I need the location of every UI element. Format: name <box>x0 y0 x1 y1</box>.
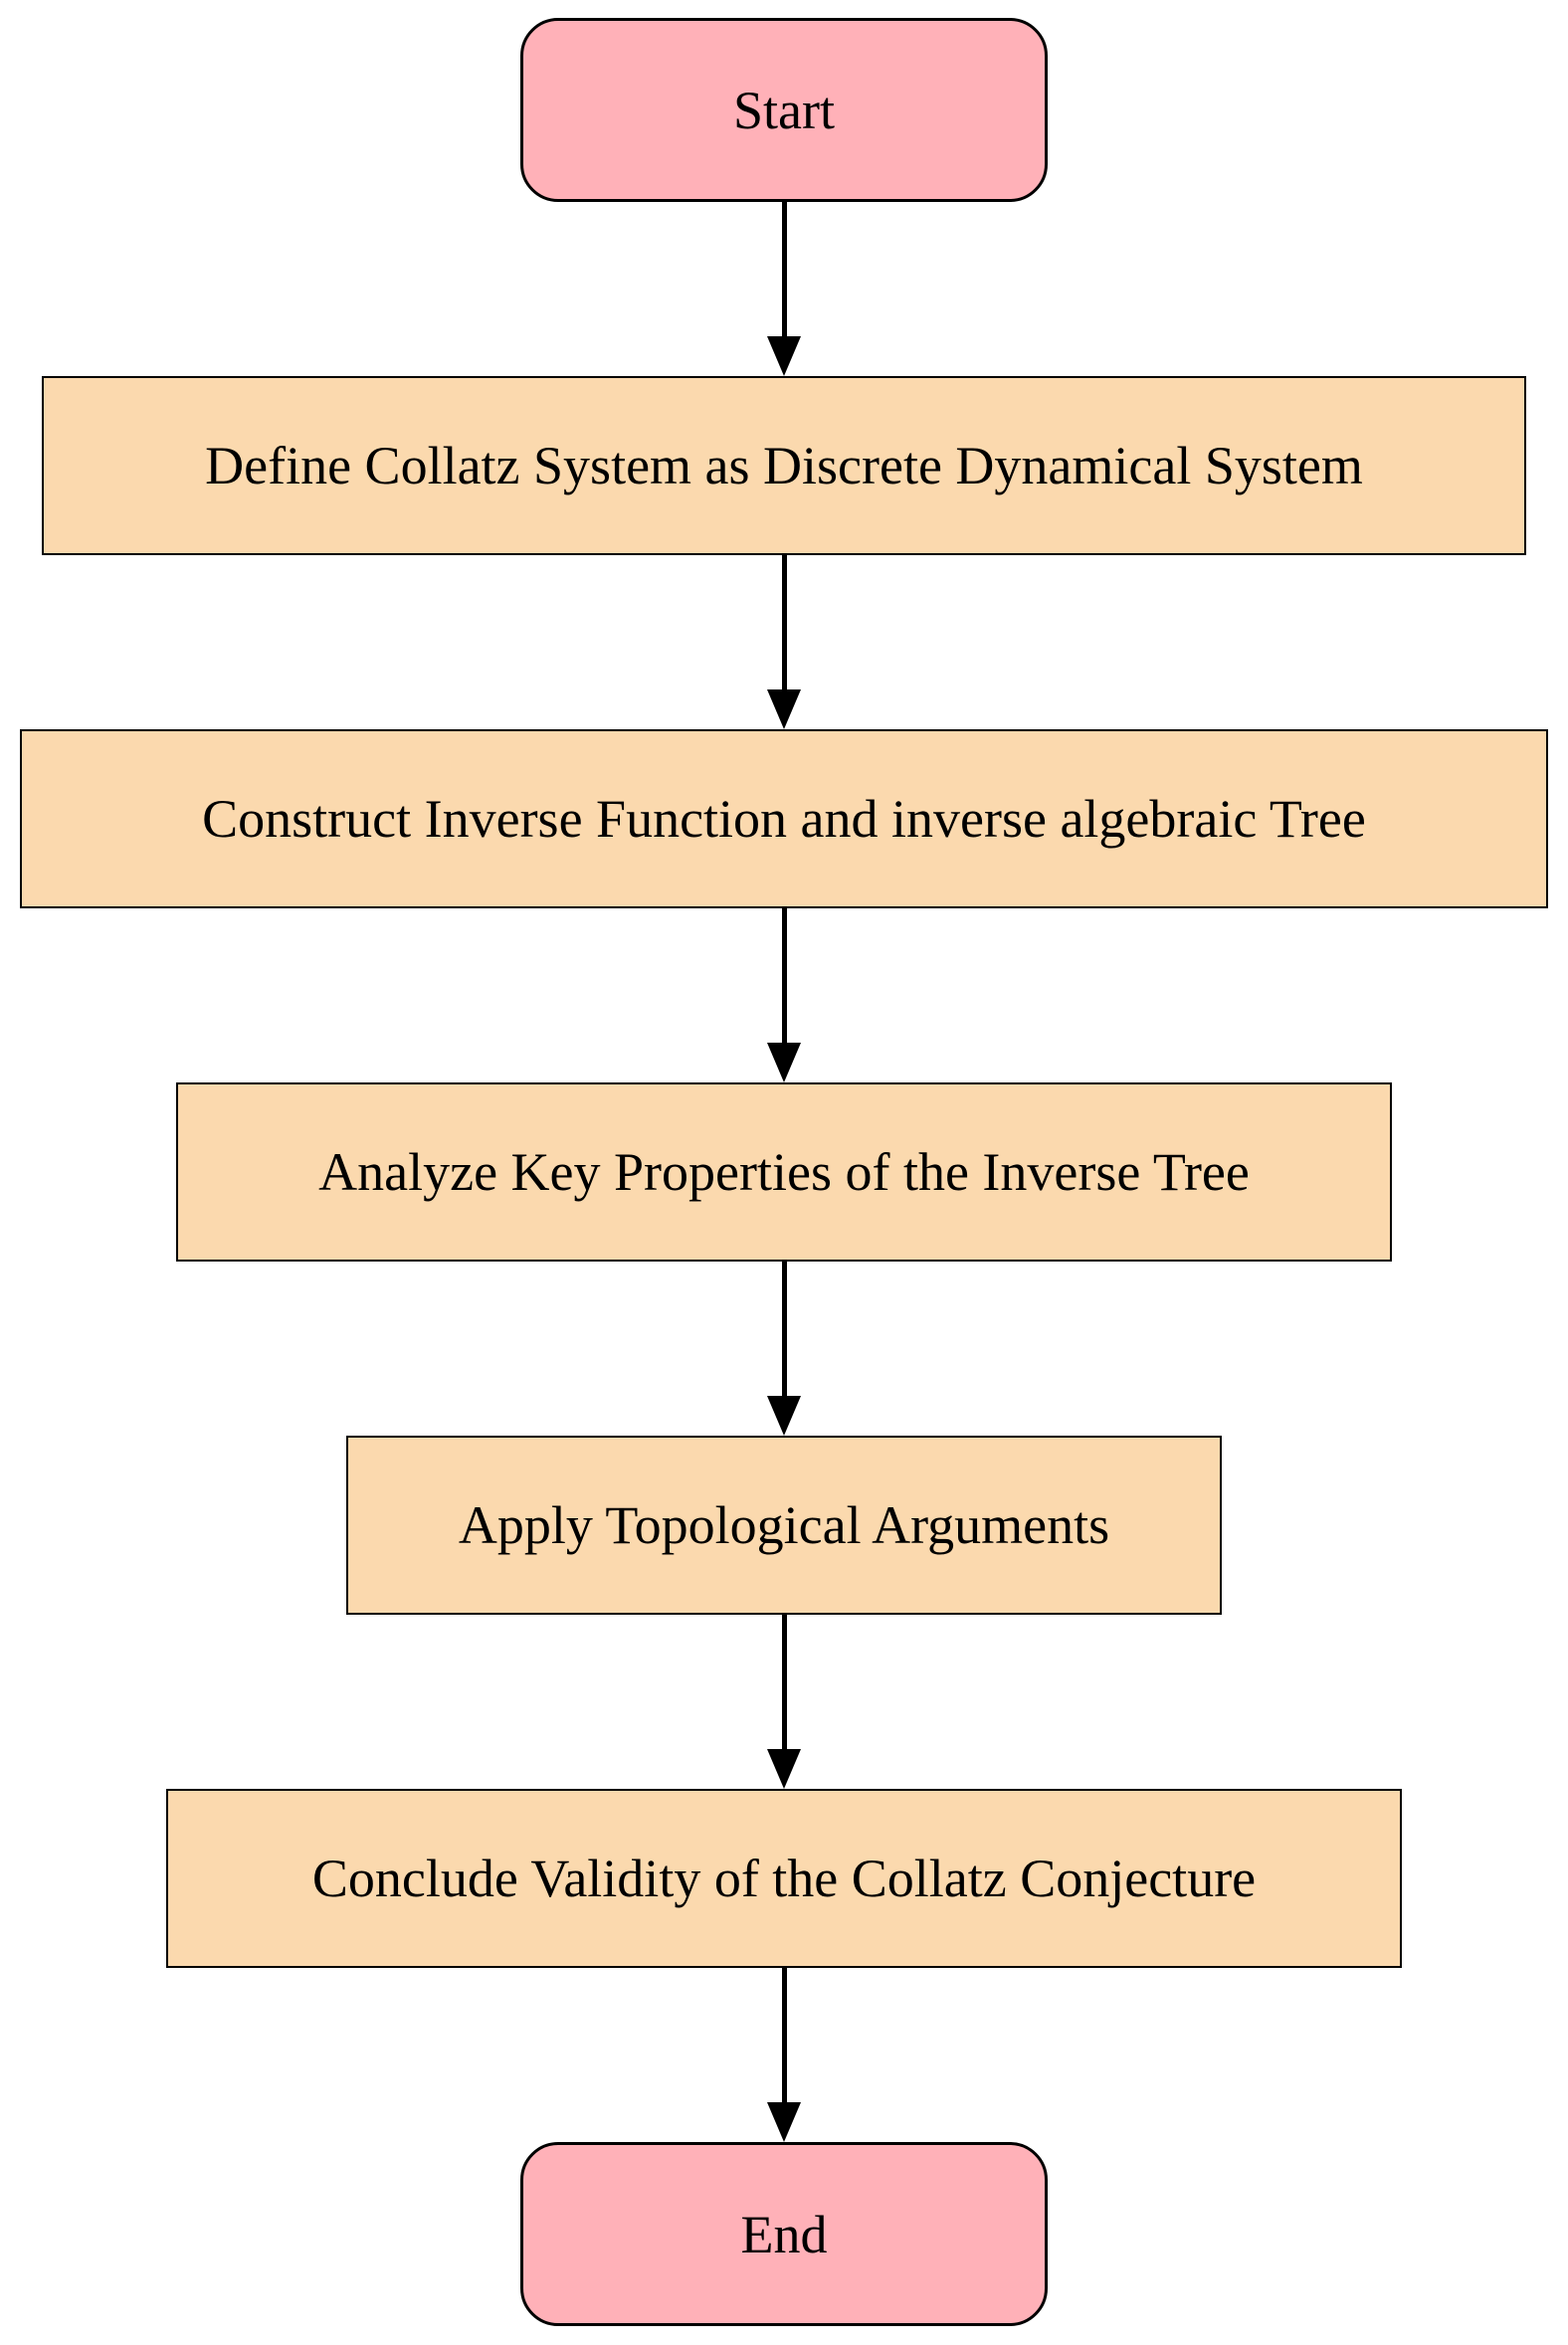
process-node-label: Define Collatz System as Discrete Dynami… <box>205 436 1363 495</box>
arrow-shaft <box>781 1615 787 1749</box>
start-node: Start <box>520 18 1048 202</box>
process-node-define-collatz-system: Define Collatz System as Discrete Dynami… <box>42 376 1526 555</box>
flow-arrow-step1-to-step2 <box>767 555 801 729</box>
flow-arrow-step3-to-step4 <box>767 1262 801 1436</box>
arrow-head-down-icon <box>767 1043 801 1082</box>
arrow-head-down-icon <box>767 1749 801 1789</box>
process-node-label: Apply Topological Arguments <box>458 1495 1110 1555</box>
start-node-label: Start <box>733 80 835 140</box>
flow-arrow-step4-to-step5 <box>767 1615 801 1789</box>
arrow-head-down-icon <box>767 689 801 729</box>
process-node-apply-topological-arguments: Apply Topological Arguments <box>346 1436 1222 1615</box>
end-node-label: End <box>740 2204 828 2264</box>
process-node-construct-inverse-function: Construct Inverse Function and inverse a… <box>20 729 1548 908</box>
arrow-shaft <box>781 908 787 1043</box>
flow-arrow-start-to-step1 <box>767 202 801 376</box>
arrow-shaft <box>781 1968 787 2102</box>
flow-arrow-step5-to-end <box>767 1968 801 2142</box>
arrow-head-down-icon <box>767 336 801 376</box>
arrow-head-down-icon <box>767 1396 801 1436</box>
end-node: End <box>520 2142 1048 2326</box>
process-node-label: Construct Inverse Function and inverse a… <box>202 789 1366 849</box>
flow-arrow-step2-to-step3 <box>767 908 801 1082</box>
arrow-head-down-icon <box>767 2102 801 2142</box>
process-node-analyze-key-properties: Analyze Key Properties of the Inverse Tr… <box>176 1082 1392 1262</box>
process-node-conclude-validity: Conclude Validity of the Collatz Conject… <box>166 1789 1402 1968</box>
arrow-shaft <box>781 555 787 689</box>
process-node-label: Conclude Validity of the Collatz Conject… <box>311 1849 1257 1908</box>
arrow-shaft <box>781 1262 787 1396</box>
process-node-label: Analyze Key Properties of the Inverse Tr… <box>318 1142 1250 1202</box>
arrow-shaft <box>781 202 787 336</box>
